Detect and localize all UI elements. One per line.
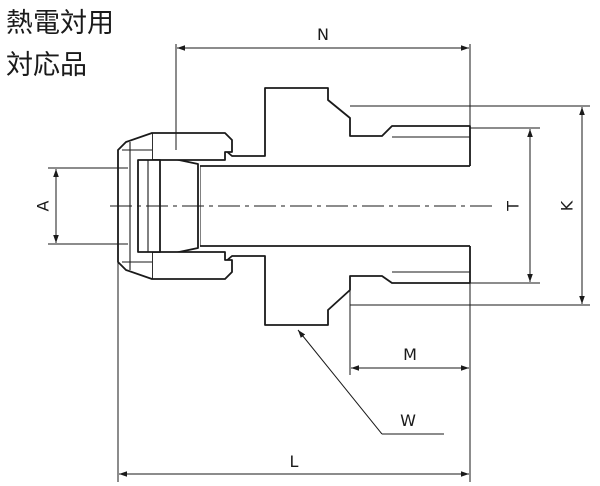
dimension-label-n: N [317, 25, 329, 44]
nut-lower [151, 251, 233, 280]
title-line-1: 熱電対用 [6, 8, 114, 39]
w-leader-line [298, 330, 444, 435]
dimension-label-k: K [558, 200, 577, 211]
inner-bore [160, 156, 471, 256]
dimension-label-t: T [504, 201, 523, 212]
dimension-label-l: L [290, 452, 299, 471]
dimension-label-m: M [403, 345, 417, 364]
nut [151, 132, 233, 161]
dimension-label-a: A [34, 200, 53, 211]
title-line-2: 対応品 [6, 50, 87, 81]
ferrule [160, 156, 200, 256]
dimension-label-w: W [400, 411, 416, 430]
